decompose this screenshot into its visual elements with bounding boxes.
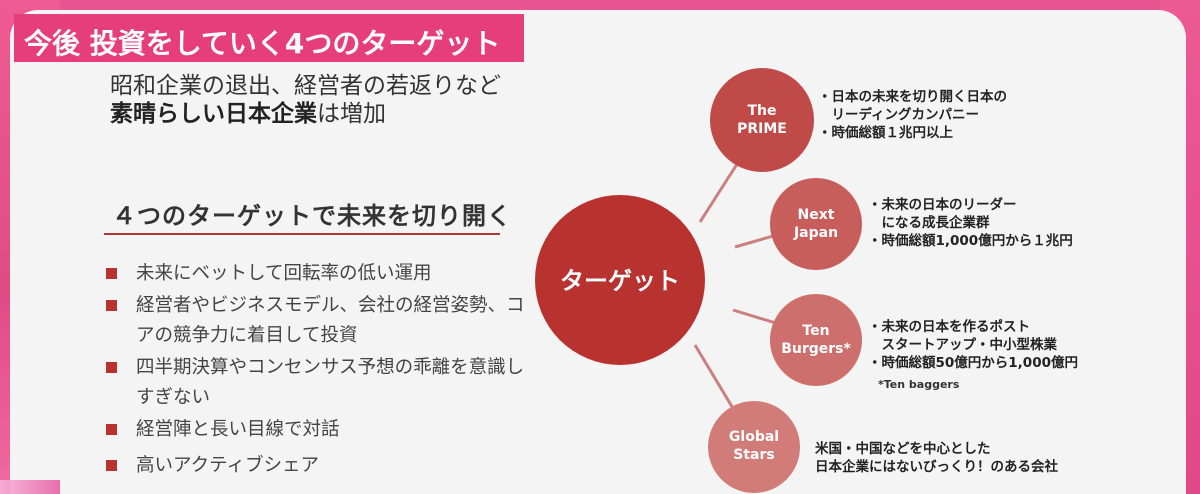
- ten-baggers-note: *Ten baggers: [878, 378, 960, 391]
- node-description-ten-burgers: ・未来の日本を作るポスト スタートアップ・中小型株業 ・時価総額50億円から1,…: [868, 319, 1078, 371]
- bullet-square-icon: [106, 424, 117, 435]
- center-node-label: ターゲット: [560, 267, 680, 295]
- target-node-global-stars: [708, 401, 800, 493]
- intro-bold: 素晴らしい日本企業: [110, 101, 317, 127]
- node-description-global-stars: 米国・中国などを中心とした 日本企業にはないびっくり！のある会社: [815, 441, 1058, 475]
- bullet-square-icon: [106, 460, 117, 471]
- node-description-prime: ・日本の未来を切り開く日本の リーディングカンパニー ・時価総額１兆円以上: [818, 89, 1007, 141]
- slide-title: 今後 投資をしていく4つのターゲット: [24, 27, 501, 60]
- heading-underline: [104, 233, 500, 235]
- center-node: [535, 195, 705, 365]
- intro-line-2: 素晴らしい日本企業は増加: [110, 94, 386, 128]
- bullet-square-icon: [106, 300, 117, 311]
- target-node-next-japan: [770, 178, 862, 270]
- target-node-prime: [710, 68, 814, 172]
- bullet-text: 経営陣と長い目線で対話: [136, 419, 340, 440]
- bullet-text: 未来にベットして回転率の低い運用: [136, 263, 432, 284]
- bullet-text: 経営者やビジネスモデル、会社の経営姿勢、コアの競争力に着目して投資: [136, 295, 525, 346]
- bullet-square-icon: [106, 268, 117, 279]
- title-banner: 今後 投資をしていく4つのターゲット: [14, 14, 524, 62]
- node-description-next-japan: ・未来の日本のリーダー になる成長企業群 ・時価総額1,000億円から１兆円: [868, 197, 1073, 249]
- section-heading: ４つのターゲットで未来を切り開く: [112, 202, 512, 230]
- decorative-corner: [0, 480, 60, 494]
- bullet-text: 四半期決算やコンセンサス予想の乖離を意識しすぎない: [136, 357, 525, 408]
- target-node-ten-burgers: [770, 294, 862, 386]
- intro-line-1: 昭和企業の退出、経営者の若返りなど: [110, 73, 501, 99]
- bullet-text: 高いアクティブシェア: [136, 455, 319, 476]
- bullet-square-icon: [106, 362, 117, 373]
- intro-rest: は増加: [317, 101, 386, 127]
